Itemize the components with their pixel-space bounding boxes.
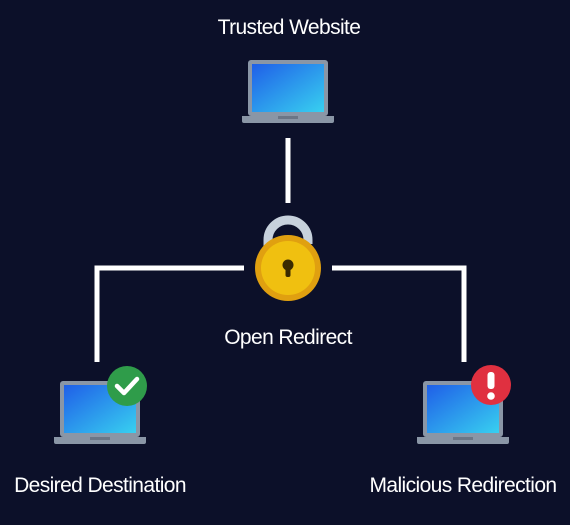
open-redirect-label: Open Redirect (224, 326, 352, 349)
unlocked-padlock-icon (255, 215, 321, 301)
connector-left (94, 265, 244, 362)
laptop-icon (242, 60, 334, 123)
connector-right (332, 265, 467, 362)
connectors (94, 138, 467, 362)
trusted-website-label: Trusted Website (217, 16, 361, 39)
exclamation-badge-icon (471, 365, 511, 405)
check-badge-icon (107, 366, 147, 406)
desired-destination-label: Desired Destination (14, 474, 186, 497)
malicious-redirection-label: Malicious Redirection (369, 474, 558, 497)
